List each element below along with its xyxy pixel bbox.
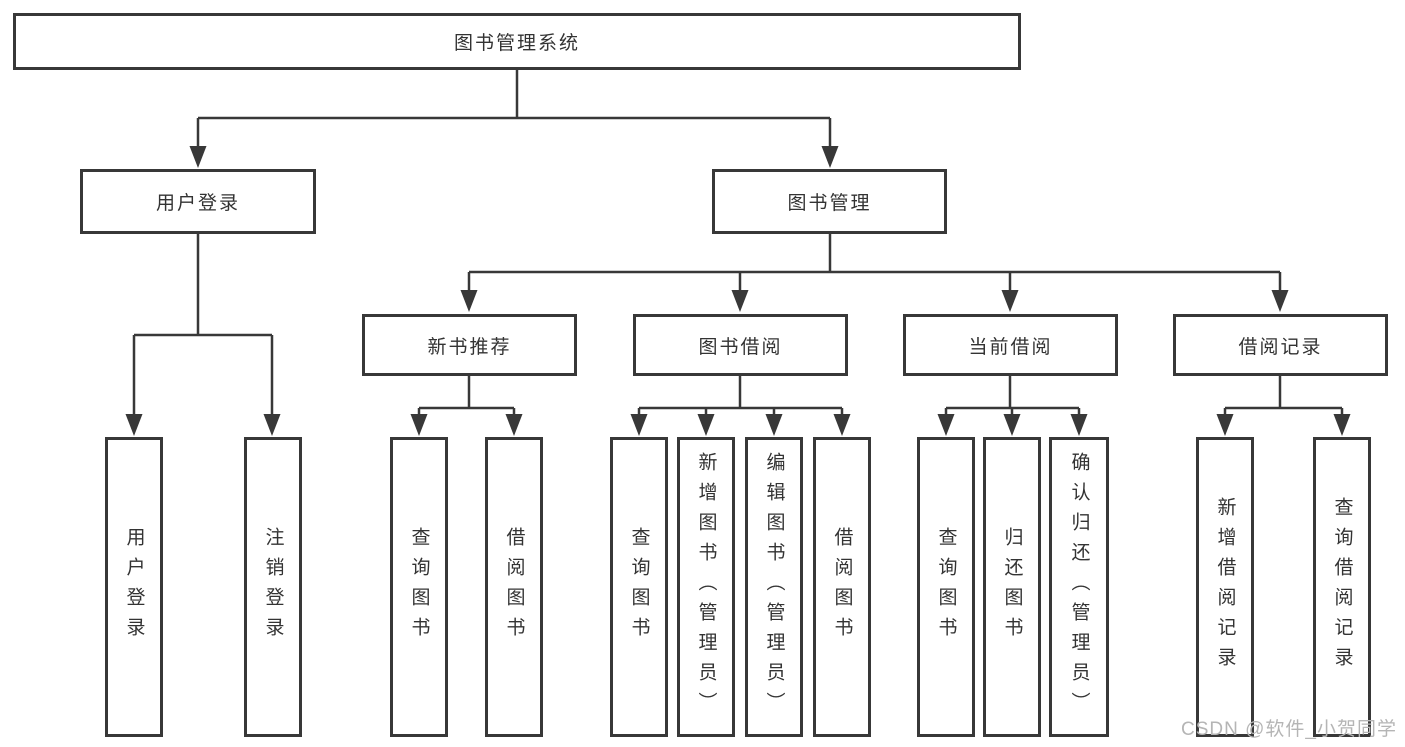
leaf-current-query-books-label: 查询图书 (935, 527, 957, 647)
leaf-recommend-query-books-label: 查询图书 (408, 527, 430, 647)
leaf-borrow-query-books: 查询图书 (610, 437, 668, 737)
leaf-query-borrow-record: 查询借阅记录 (1313, 437, 1371, 737)
node-root-system: 图书管理系统 (13, 13, 1021, 70)
node-user-login: 用户登录 (80, 169, 316, 234)
node-book-management-label: 图书管理 (787, 193, 872, 214)
leaf-edit-books-admin: 编辑图书（管理员） (745, 437, 803, 737)
leaf-query-borrow-record-label: 查询借阅记录 (1331, 497, 1353, 677)
leaf-return-books: 归还图书 (983, 437, 1041, 737)
leaf-edit-books-admin-label: 编辑图书（管理员） (763, 452, 785, 722)
node-current-borrowing-label: 当前借阅 (968, 336, 1053, 358)
leaf-add-books-admin: 新增图书（管理员） (677, 437, 735, 737)
leaf-user-login-label: 用户登录 (123, 527, 145, 647)
node-new-book-recommend: 新书推荐 (362, 314, 577, 376)
leaf-user-login: 用户登录 (105, 437, 163, 737)
leaf-logout-label: 注销登录 (262, 527, 284, 647)
node-current-borrowing: 当前借阅 (903, 314, 1118, 376)
leaf-recommend-borrow-books: 借阅图书 (485, 437, 543, 737)
leaf-recommend-query-books: 查询图书 (390, 437, 448, 737)
node-book-borrowing: 图书借阅 (633, 314, 848, 376)
node-book-management: 图书管理 (712, 169, 947, 234)
node-borrowing-records: 借阅记录 (1173, 314, 1388, 376)
leaf-add-books-admin-label: 新增图书（管理员） (695, 452, 717, 722)
leaf-return-books-label: 归还图书 (1001, 527, 1023, 647)
leaf-borrow-query-books-label: 查询图书 (628, 527, 650, 647)
node-borrowing-records-label: 借阅记录 (1238, 336, 1323, 358)
node-new-book-recommend-label: 新书推荐 (427, 336, 512, 358)
leaf-confirm-return-admin-label: 确认归还（管理员） (1068, 452, 1090, 722)
leaf-add-borrow-record: 新增借阅记录 (1196, 437, 1254, 737)
csdn-watermark: CSDN @软件_小贺同学 (1181, 719, 1397, 740)
leaf-logout: 注销登录 (244, 437, 302, 737)
node-root-label: 图书管理系统 (453, 33, 580, 54)
leaf-recommend-borrow-books-label: 借阅图书 (503, 527, 525, 647)
leaf-confirm-return-admin: 确认归还（管理员） (1049, 437, 1109, 737)
leaf-add-borrow-record-label: 新增借阅记录 (1214, 497, 1236, 677)
node-user-login-label: 用户登录 (155, 193, 240, 214)
leaf-borrow-books: 借阅图书 (813, 437, 871, 737)
leaf-borrow-books-label: 借阅图书 (831, 527, 853, 647)
node-book-borrowing-label: 图书借阅 (698, 336, 783, 358)
leaf-current-query-books: 查询图书 (917, 437, 975, 737)
arrowhead-icons (125, 146, 1351, 436)
